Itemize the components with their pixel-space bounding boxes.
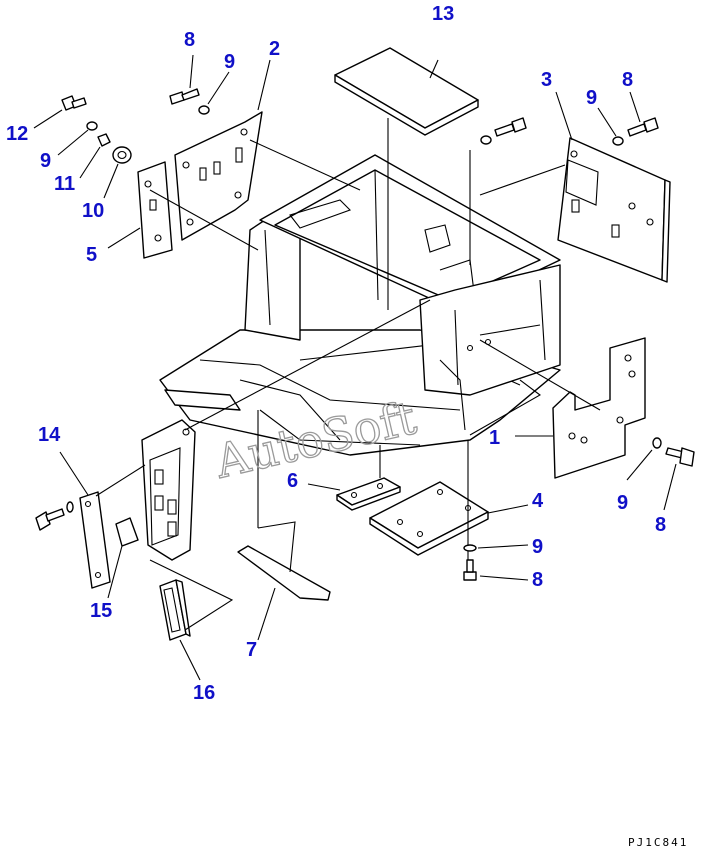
bolt-icon	[494, 117, 527, 137]
part-13-plate-edge	[334, 74, 479, 136]
part-14-cover	[79, 491, 111, 589]
callout-8-top-right: 8	[622, 69, 633, 91]
nut-icon	[97, 133, 111, 147]
callout-9-top-left: 9	[224, 51, 235, 73]
callout-8-top-left: 8	[184, 29, 195, 51]
washer-icon	[198, 105, 210, 115]
bolt-icon	[61, 95, 87, 111]
callout-7: 7	[246, 639, 257, 661]
callout-1: 1	[489, 427, 500, 449]
callout-2-line	[257, 59, 271, 111]
callout-10: 10	[82, 200, 104, 222]
part-3-panel	[557, 137, 666, 281]
pillar-assembly	[141, 419, 196, 561]
callout-8-bottom: 8	[532, 569, 543, 591]
callout-4: 4	[532, 490, 544, 512]
washer-icon	[86, 121, 98, 131]
part-3-leader	[479, 164, 566, 196]
callout-13-line	[429, 59, 439, 79]
bolt-icon	[169, 88, 200, 105]
part-5-leader	[149, 189, 259, 251]
callout-5: 5	[86, 244, 97, 266]
part-2-panel	[174, 111, 263, 241]
callout-11: 11	[54, 173, 75, 195]
bolt-icon	[35, 508, 65, 531]
washer-icon	[612, 136, 624, 146]
callout-13: 13	[432, 3, 454, 25]
washer-icon	[480, 135, 492, 145]
callout-2: 2	[269, 38, 280, 60]
callout-16: 16	[193, 682, 215, 704]
pillar-leader	[184, 299, 431, 431]
washer-icon	[66, 501, 74, 513]
bolt-icon	[665, 447, 695, 467]
washer-icon	[652, 437, 662, 449]
bolt-icon	[463, 559, 477, 581]
washer-icon	[463, 544, 477, 552]
part-7-bar	[237, 545, 331, 601]
callout-15: 15	[90, 600, 112, 622]
part-15-pad	[115, 517, 139, 547]
callout-9-bottom: 9	[532, 536, 543, 558]
main-frame	[159, 154, 561, 456]
callout-9-left: 9	[40, 150, 51, 172]
drawing-code: PJ1C841	[628, 836, 688, 849]
callout-6: 6	[287, 470, 298, 492]
callout-9-top-right: 9	[586, 87, 597, 109]
part-1-leader	[479, 339, 601, 411]
part-1-bracket	[552, 337, 646, 479]
callout-3: 3	[541, 69, 552, 91]
callout-9-right: 9	[617, 492, 628, 514]
bolt-icon	[627, 117, 659, 137]
part-2-leader	[249, 139, 361, 191]
callout-12: 12	[6, 123, 28, 145]
callout-14: 14	[38, 424, 61, 446]
callout-8-right: 8	[655, 514, 666, 536]
